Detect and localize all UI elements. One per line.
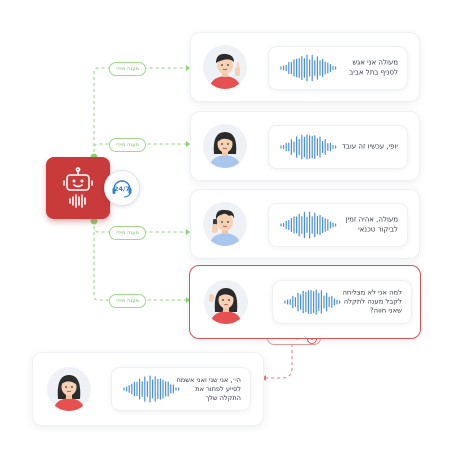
woman-confused-avatar: [204, 280, 248, 324]
route-label-3: מענה מיידי: [109, 226, 146, 240]
message-bubble-4: למה אני לא מצליחה לקבל מענה לתקלה שאני ח…: [272, 280, 412, 324]
support-24-7-badge: 24/7: [104, 170, 140, 206]
message-bubble-2: יופי, עכשיו זה עובד: [268, 125, 408, 169]
conversation-card-2: יופי, עכשיו זה עובד: [190, 111, 420, 181]
arrowhead-2: [186, 141, 190, 147]
arrowhead-4: [186, 297, 190, 303]
escalation-arrowhead: [262, 375, 266, 381]
hub-dot-bottom: [90, 217, 98, 225]
message-text-2: יופי, עכשיו זה עובד: [342, 142, 398, 151]
robot-icon: [63, 167, 93, 208]
message-text-3: מעולה, אהיה זמין לביקור טכנאי: [345, 215, 398, 234]
escalation-connector: [264, 344, 293, 379]
message-bubble-1: מעולה אני אגש לסניף בתל אביב: [268, 46, 408, 90]
woman-smiling-avatar: [203, 124, 247, 168]
voice-waveform-icon: [123, 375, 180, 403]
agent-message-text: הי׳, אני שני ואני אשמח לסייע לפתור את הת…: [176, 375, 242, 402]
voice-waveform-icon: [280, 54, 337, 82]
connector-to-card-4: [93, 220, 186, 301]
voice-waveform-icon: [284, 289, 341, 315]
man-on-phone-avatar: [203, 202, 247, 246]
badge-text: 24/7: [114, 185, 130, 193]
arrowhead-3: [186, 229, 190, 235]
connector-to-card-1: [93, 67, 186, 158]
agent-headset-avatar: [47, 367, 91, 411]
route-label-4: מענה מיידי: [109, 294, 146, 308]
connector-to-card-2: [93, 143, 186, 158]
arrowhead-1: [186, 65, 190, 71]
voice-waveform-icon: [280, 211, 337, 239]
conversation-card-4-escalated: למה אני לא מצליחה לקבל מענה לתקלה שאני ח…: [189, 265, 421, 339]
conversation-card-1: מעולה אני אגש לסניף בתל אביב: [190, 32, 420, 102]
message-text-4: למה אני לא מצליחה לקבל מענה לתקלה שאני ח…: [342, 288, 402, 315]
message-bubble-3: מעולה, אהיה זמין לביקור טכנאי: [268, 203, 408, 247]
headset-24-7-icon: 24/7: [112, 180, 132, 198]
bot-hub: [46, 157, 110, 219]
conversation-card-3: מעולה, אהיה זמין לביקור טכנאי: [190, 189, 420, 259]
agent-message-bubble: הי׳, אני שני ואני אשמח לסייע לפתור את הת…: [111, 367, 251, 411]
agent-card: הי׳, אני שני ואני אשמח לסייע לפתור את הת…: [32, 352, 264, 426]
man-thumbs-up-avatar: [203, 45, 247, 89]
route-label-1: מענה מיידי: [109, 62, 146, 76]
message-text-1: מעולה אני אגש לסניף בתל אביב: [349, 58, 398, 77]
voice-waveform-icon: [280, 134, 337, 160]
route-label-2: מענה מיידי: [109, 138, 146, 152]
